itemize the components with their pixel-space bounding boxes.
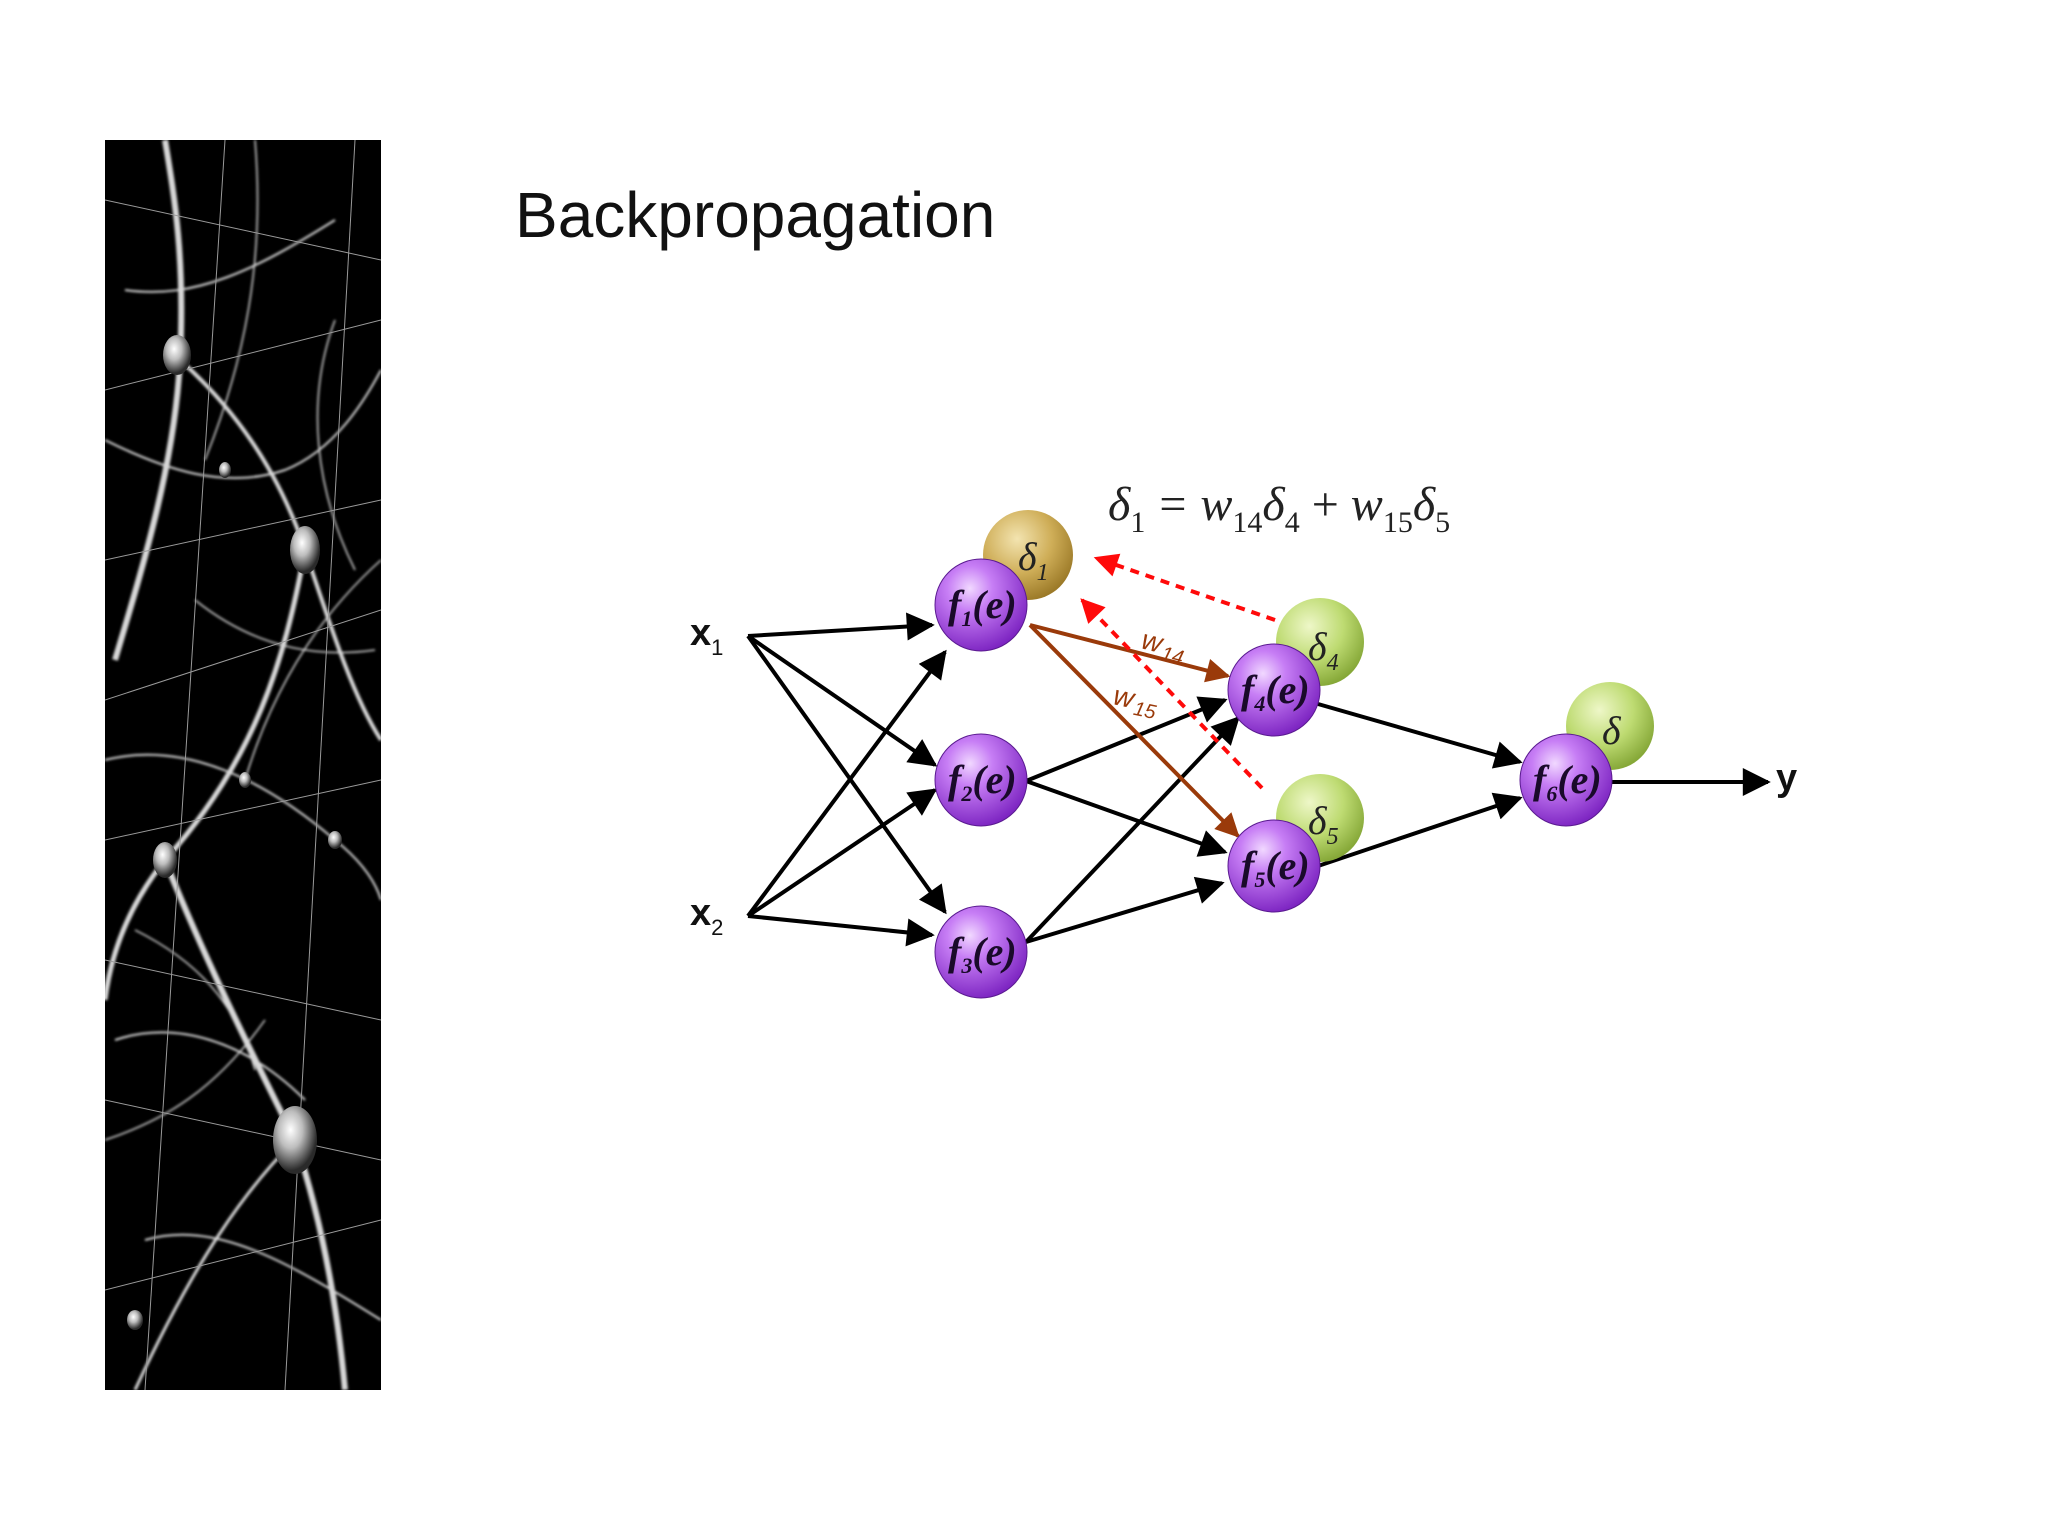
neuron-f3 — [934, 905, 1028, 999]
edge-f1-f4-w14 — [1029, 623, 1231, 683]
x2-x: x — [690, 892, 711, 934]
edge-f3-f5 — [1025, 876, 1225, 944]
delta1-label: δ1 — [1018, 534, 1049, 586]
delta4-symbol: δ — [1308, 624, 1328, 669]
formula-plus: + — [1312, 478, 1339, 531]
delta4-sub: 4 — [1327, 650, 1339, 676]
neuron-f6-label: f6(e) — [1533, 757, 1602, 806]
neuron-network-image — [105, 140, 381, 1390]
delta5-symbol: δ — [1308, 798, 1328, 843]
backprop-delta5-to-delta1 — [1080, 598, 1264, 790]
x1-sub: 1 — [711, 635, 723, 660]
slide-title: Backpropagation — [515, 179, 996, 251]
neuron-f4-label: f4(e) — [1241, 667, 1310, 716]
formula-delta5-sub: 5 — [1435, 506, 1450, 539]
delta1-sub: 1 — [1037, 560, 1049, 586]
f6-arg: (e) — [1557, 757, 1601, 802]
input-x2-label: x2 — [690, 892, 723, 940]
f1-arg: (e) — [972, 582, 1016, 627]
f3-arg: (e) — [972, 929, 1016, 974]
edge-f4-f6 — [1317, 702, 1523, 769]
f2-sub: 2 — [960, 781, 972, 806]
edge-f5-f6 — [1317, 792, 1523, 868]
output-y-label: y — [1776, 757, 1797, 799]
f4-sub: 4 — [1253, 691, 1265, 716]
formula-equals: = — [1159, 478, 1186, 531]
delta4-label: δ4 — [1308, 624, 1339, 676]
formula-delta5: δ — [1413, 478, 1436, 531]
formula-lhs-sub: 1 — [1130, 506, 1145, 539]
weight-w14-label: w14 — [1137, 624, 1189, 670]
f5-sub: 5 — [1254, 867, 1265, 892]
neuron-f4 — [1227, 643, 1321, 737]
edge-x2-f1 — [746, 649, 947, 918]
delta1-symbol: δ — [1018, 534, 1038, 579]
edge-f2-f5 — [1025, 779, 1228, 857]
f1-sub: 1 — [961, 606, 972, 631]
formula-delta4: δ — [1262, 478, 1285, 531]
delta5-sub: 5 — [1327, 824, 1339, 850]
formula-w15: w — [1351, 478, 1383, 531]
formula-w14: w — [1200, 478, 1232, 531]
f5-f: f — [1241, 843, 1258, 888]
x1-x: x — [690, 612, 711, 654]
f3-f: f — [948, 929, 965, 974]
input-x1-label: x1 — [690, 612, 723, 660]
f6-sub: 6 — [1546, 781, 1557, 806]
f4-f: f — [1241, 667, 1258, 712]
edge-x2-f3 — [747, 914, 935, 947]
delta6-label: δ — [1602, 708, 1622, 753]
delta6-symbol: δ — [1602, 708, 1622, 753]
w14-sub: 14 — [1159, 643, 1186, 670]
formula-delta4-sub: 4 — [1285, 506, 1300, 539]
backprop-arrows — [1080, 553, 1276, 790]
edge-x1-f3 — [746, 634, 947, 915]
delta5-label: δ5 — [1308, 798, 1339, 850]
f5-arg: (e) — [1265, 843, 1309, 888]
f2-arg: (e) — [972, 757, 1016, 802]
formula-w14-sub: 14 — [1232, 506, 1262, 539]
neuron-f1-label: f1(e) — [948, 582, 1017, 631]
edge-f1-f5-w15 — [1028, 623, 1240, 838]
edge-x1-f2 — [746, 634, 938, 767]
weight-w15-label: w15 — [1110, 680, 1162, 725]
formula-w15-sub: 15 — [1383, 506, 1413, 539]
formula-lhs: δ — [1108, 478, 1131, 531]
neuron-nodes — [934, 558, 1613, 999]
f3-sub: 3 — [960, 953, 972, 978]
weighted-connections — [1028, 623, 1240, 838]
edge-f3-f4 — [1024, 715, 1240, 944]
f6-f: f — [1533, 757, 1550, 802]
neuron-f6 — [1519, 733, 1613, 827]
neuron-f5 — [1227, 819, 1321, 913]
f2-f: f — [948, 757, 965, 802]
neuron-f2 — [934, 733, 1028, 827]
w15-sub: 15 — [1131, 698, 1158, 724]
delta1-formula: δ1=w14δ4+w15δ5 — [1108, 478, 1450, 539]
f4-arg: (e) — [1265, 667, 1309, 712]
f1-f: f — [948, 582, 965, 627]
backprop-delta4-to-delta1 — [1093, 553, 1276, 622]
neuron-f2-label: f2(e) — [948, 757, 1017, 806]
neuron-f1 — [934, 558, 1028, 652]
x2-sub: 2 — [711, 915, 723, 940]
neuron-f3-label: f3(e) — [948, 929, 1017, 978]
edge-x1-f1 — [747, 612, 935, 641]
edge-x2-f2 — [746, 788, 938, 918]
neuron-f5-label: f5(e) — [1241, 843, 1310, 892]
